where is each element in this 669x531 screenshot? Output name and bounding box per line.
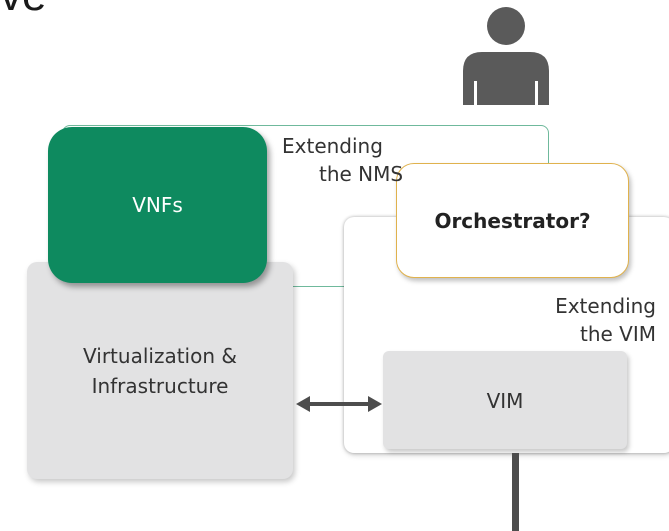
- vnfs-box: [48, 127, 267, 283]
- virtualization-label-line-1: Virtualization &: [83, 344, 237, 368]
- extending-nms-line-2: the NMS: [319, 162, 404, 186]
- virtualization-infrastructure-label: Virtualization & Infrastructure: [27, 341, 293, 401]
- orchestrator-label: Orchestrator?: [434, 209, 591, 233]
- vnfs-label: VNFs: [132, 193, 183, 217]
- extending-nms-line-1: Extending: [282, 134, 383, 158]
- connector-line: [512, 453, 519, 531]
- person-icon: [463, 7, 549, 105]
- vim-label: VIM: [486, 389, 524, 413]
- extending-nms-label: Extending the NMS: [282, 132, 403, 188]
- vim-box: [383, 351, 627, 449]
- orchestrator-box: [396, 163, 629, 278]
- slide-title-fragment: ve: [0, 0, 46, 18]
- extending-vim-line-2: the VIM: [579, 322, 656, 346]
- extending-vim-label: Extending the VIM: [520, 292, 656, 348]
- virtualization-label-line-2: Infrastructure: [91, 374, 229, 398]
- virtualization-infrastructure-box: [27, 262, 293, 479]
- double-arrow-icon: [296, 396, 382, 412]
- extending-vim-line-1: Extending: [555, 294, 656, 318]
